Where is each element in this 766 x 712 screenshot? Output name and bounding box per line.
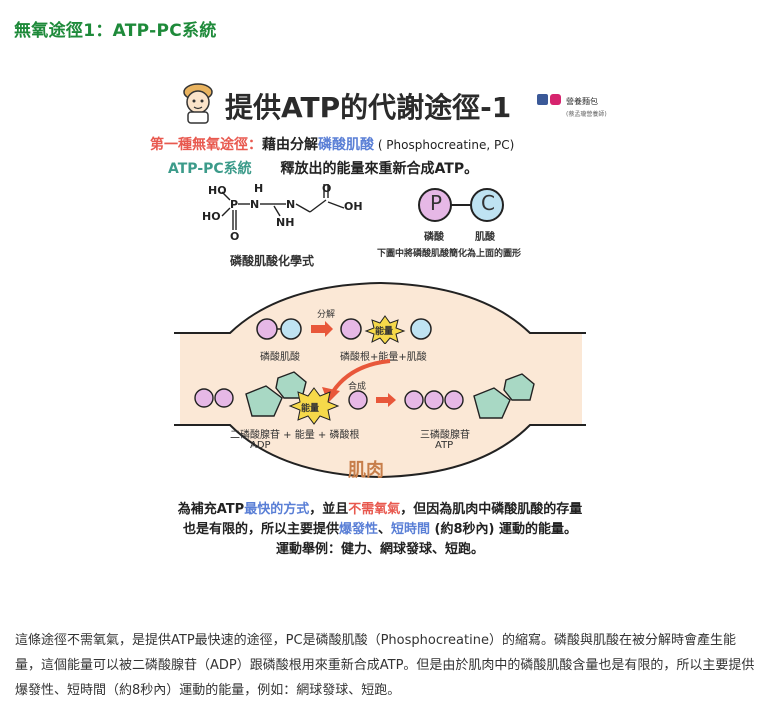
simplify-note: 下圖中將磷酸肌酸簡化為上面的圖形 [377,249,522,259]
atp-label: 三磷酸腺苷 [420,430,470,441]
energy-top-label: 能量 [375,327,394,337]
svg-text:OH: OH [344,200,363,213]
svg-text:N: N [286,198,295,211]
cap1-a: 為補充ATP [177,502,245,517]
svg-text:N: N [250,198,259,211]
section-heading: 無氧途徑1：ATP-PC系統 [14,21,217,41]
muscle-label: 肌肉 [348,460,384,481]
line1-suffix: ( Phosphocreatine, PC) [374,138,515,152]
adp-label: 二磷酸腺苷 + 能量 + 磷酸根 [230,430,360,441]
pc-label: 磷酸肌酸 [260,352,300,363]
cap2-d: 短時間 [391,522,431,537]
atp-abbr: ATP [435,440,454,451]
cap1-c: ，並且 [309,502,349,517]
caption-line-3: 運動舉例：健力、網球發球、短跑。 [275,542,484,557]
mascot-icon [183,83,213,124]
social-icons [537,94,561,105]
svg-text:O: O [322,182,331,195]
brand-sub: (蔡孟瓏營養師) [566,111,607,118]
pc-decompose-row [256,315,432,344]
cap1-e: ，但因為肌肉中磷酸肌酸的存量 [400,502,583,517]
cap2-e: (約8秒內) 運動的能量。 [430,522,578,537]
chem-label: 磷酸肌酸化學式 [230,254,315,268]
svg-text:HO: HO [208,184,227,197]
cap2-a: 也是有限的，所以主要提供 [182,522,339,537]
cap2-c: 、 [378,522,392,537]
cap1-d: 不需氧氣 [348,502,401,517]
legend-p-label: 磷酸 [424,232,444,243]
svg-text:P: P [230,198,238,211]
line-1: 第一種無氧途徑：藉由分解磷酸肌酸 ( Phosphocreatine, PC) [150,134,514,154]
energy-bottom-label: 能量 [301,404,320,414]
line-2: ATP-PC系統 釋放出的能量來重新合成ATP。 [168,158,478,178]
brand-label: 營養麵包 (蔡孟瓏營養師) [566,96,607,118]
synthesis-label: 合成 [348,382,367,392]
legend-c: C [481,191,495,215]
adp-abbr: ADP [250,440,271,451]
line2-text: 釋放出的能量來重新合成ATP。 [280,161,479,177]
line1-mid: 藉由分解 [262,137,318,153]
cap2-b: 爆發性 [338,522,378,537]
muscle-shape [174,281,586,479]
adp-atp-row [194,371,535,425]
atp-pc-figure: 提供ATP的代謝途徑-1 營養麵包 (蔡孟瓏營養師) 第一種無氧途徑：藉由分解磷… [130,70,630,580]
svg-text:O: O [230,230,239,243]
svg-text:NH: NH [276,216,294,229]
legend-p: P [430,191,443,215]
figure-title: 提供ATP的代謝途徑-1 [225,91,512,124]
svg-text:HO: HO [202,210,221,223]
cap1-b: 最快的方式 [244,502,310,517]
brand-name: 營養麵包 [566,97,598,106]
body-paragraph: 這條途徑不需氧氣，是提供ATP最快速的途徑，PC是磷酸肌酸（Phosphocre… [15,633,755,698]
line2-prefix: ATP-PC系統 [168,161,252,177]
line1-prefix: 第一種無氧途徑： [150,137,262,153]
caption-line-1: 為補充ATP最快的方式，並且不需氧氣，但因為肌肉中磷酸肌酸的存量 [130,500,630,520]
pc-legend [418,188,504,222]
decompose-label: 分解 [317,310,336,320]
svg-text:H: H [254,182,263,195]
products-label: 磷酸根+能量+肌酸 [340,352,427,363]
legend-c-label: 肌酸 [475,232,495,243]
line1-pc: 磷酸肌酸 [318,137,374,153]
caption-line-2: 也是有限的，所以主要提供爆發性、短時間 (約8秒內) 運動的能量。 [130,520,630,540]
